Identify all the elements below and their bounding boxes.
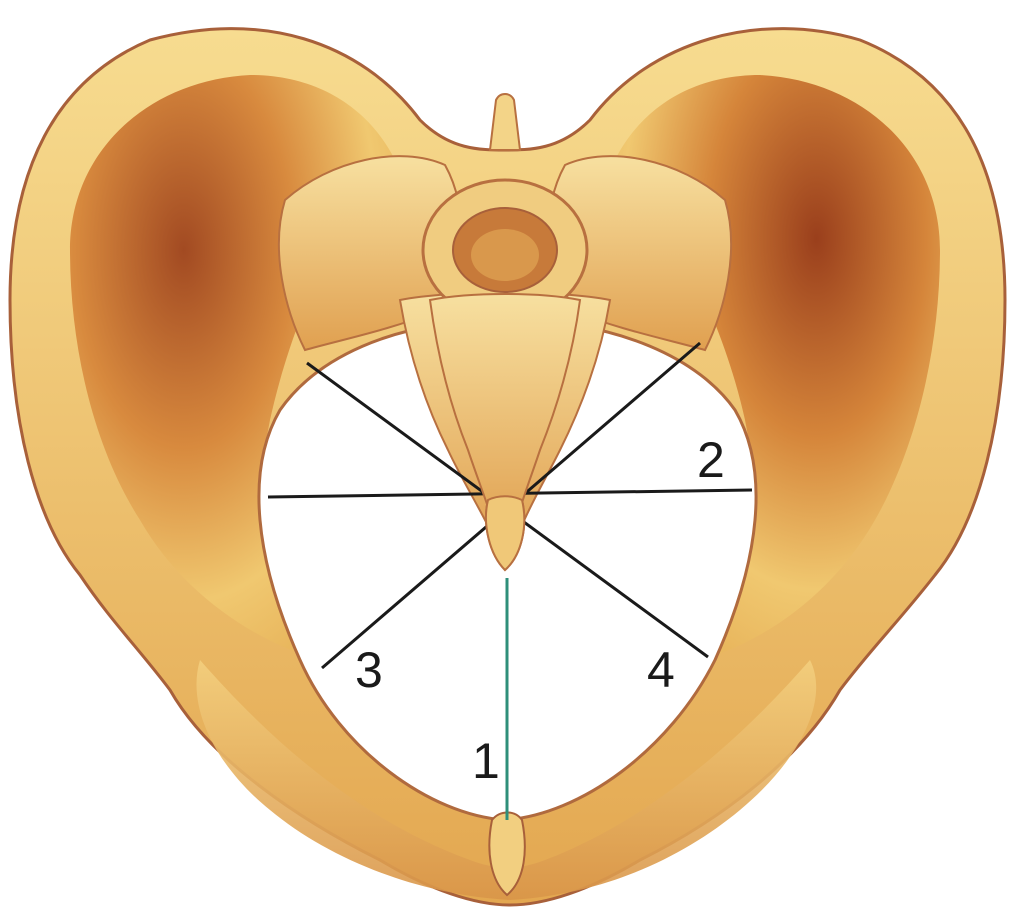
diameter-label-2: 2	[697, 432, 725, 488]
diameter-label-1: 1	[472, 733, 500, 789]
diameter-label-3: 3	[355, 642, 383, 698]
vertebral-canal-inner	[471, 229, 539, 281]
diameter-label-4: 4	[647, 642, 675, 698]
spinous-process	[490, 94, 520, 150]
